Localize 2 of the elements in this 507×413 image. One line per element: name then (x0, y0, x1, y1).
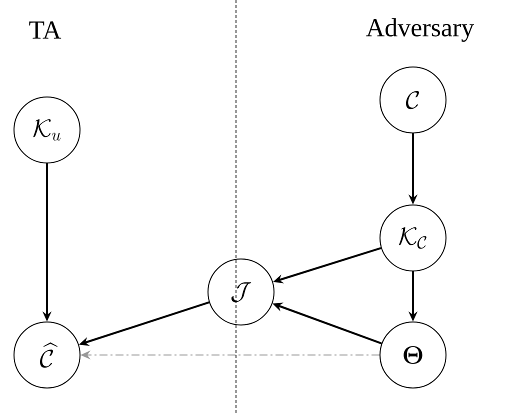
role-label: TA (29, 21, 62, 39)
role-label: Adversary (366, 18, 474, 42)
